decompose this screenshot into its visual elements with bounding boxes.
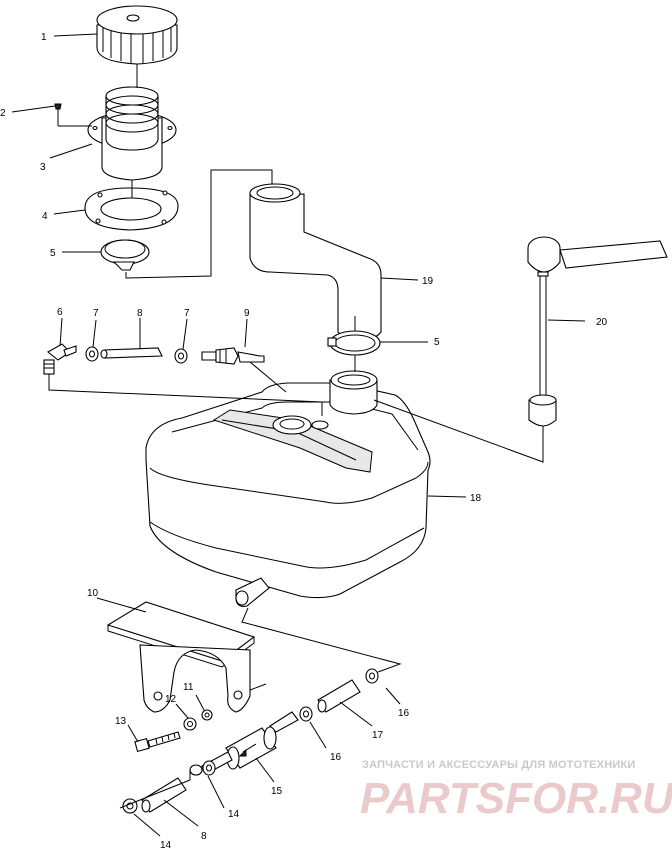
callout-8-lower: 8: [201, 831, 207, 842]
gasket-part: [84, 187, 179, 231]
callout-10: 10: [87, 588, 99, 599]
filler-neck-part: [87, 86, 177, 181]
callout-labels: 1 2 3 4 5 5 6 7 7 8 8 9 10 11 12 13 14 1…: [0, 32, 608, 851]
callout-7-left: 7: [93, 308, 99, 319]
callout-9: 9: [244, 308, 250, 319]
screw-part: [54, 103, 62, 122]
callout-8-upper: 8: [137, 308, 143, 319]
fuel-tank-part: [145, 370, 431, 607]
watermark: ЗАПЧАСТИ И АКСЕССУАРЫ ДЛЯ МОТОТЕХНИКИ PA…: [360, 759, 672, 823]
callout-4: 4: [42, 211, 48, 222]
filler-hose-part: [249, 183, 382, 341]
callout-18: 18: [470, 493, 482, 504]
callout-16-left: 16: [330, 752, 342, 763]
mounting-bracket-part: [139, 644, 267, 713]
fuel-cap-part: [96, 5, 178, 65]
callout-17: 17: [372, 730, 384, 741]
clamp-part-lower: [327, 330, 381, 356]
callout-6: 6: [57, 307, 63, 318]
watermark-brand: PARTSFOR.RU: [360, 774, 672, 823]
callout-1: 1: [41, 32, 47, 43]
watermark-tagline: ЗАПЧАСТИ И АКСЕССУАРЫ ДЛЯ МОТОТЕХНИКИ: [362, 759, 635, 771]
callout-19: 19: [422, 276, 434, 287]
leader-lines: [11, 33, 586, 837]
callout-2: 2: [0, 108, 6, 119]
fuel-gauge-part: [527, 236, 668, 427]
callout-13: 13: [115, 716, 127, 727]
bolt-parts: [134, 709, 213, 753]
callout-15: 15: [271, 786, 283, 797]
callout-16-right: 16: [398, 708, 410, 719]
callout-20: 20: [596, 317, 608, 328]
callout-7-right: 7: [184, 308, 190, 319]
vent-line-parts: [43, 343, 265, 375]
callout-5-lower: 5: [434, 337, 440, 348]
callout-12: 12: [165, 694, 177, 705]
clamp-part-upper: [100, 239, 150, 271]
fuel-filter-line-parts: [122, 668, 379, 814]
callout-5-upper: 5: [50, 248, 56, 259]
callout-3: 3: [40, 162, 46, 173]
callout-11: 11: [183, 682, 194, 693]
callout-14-right: 14: [228, 809, 240, 820]
callout-14-left: 14: [160, 840, 172, 850]
